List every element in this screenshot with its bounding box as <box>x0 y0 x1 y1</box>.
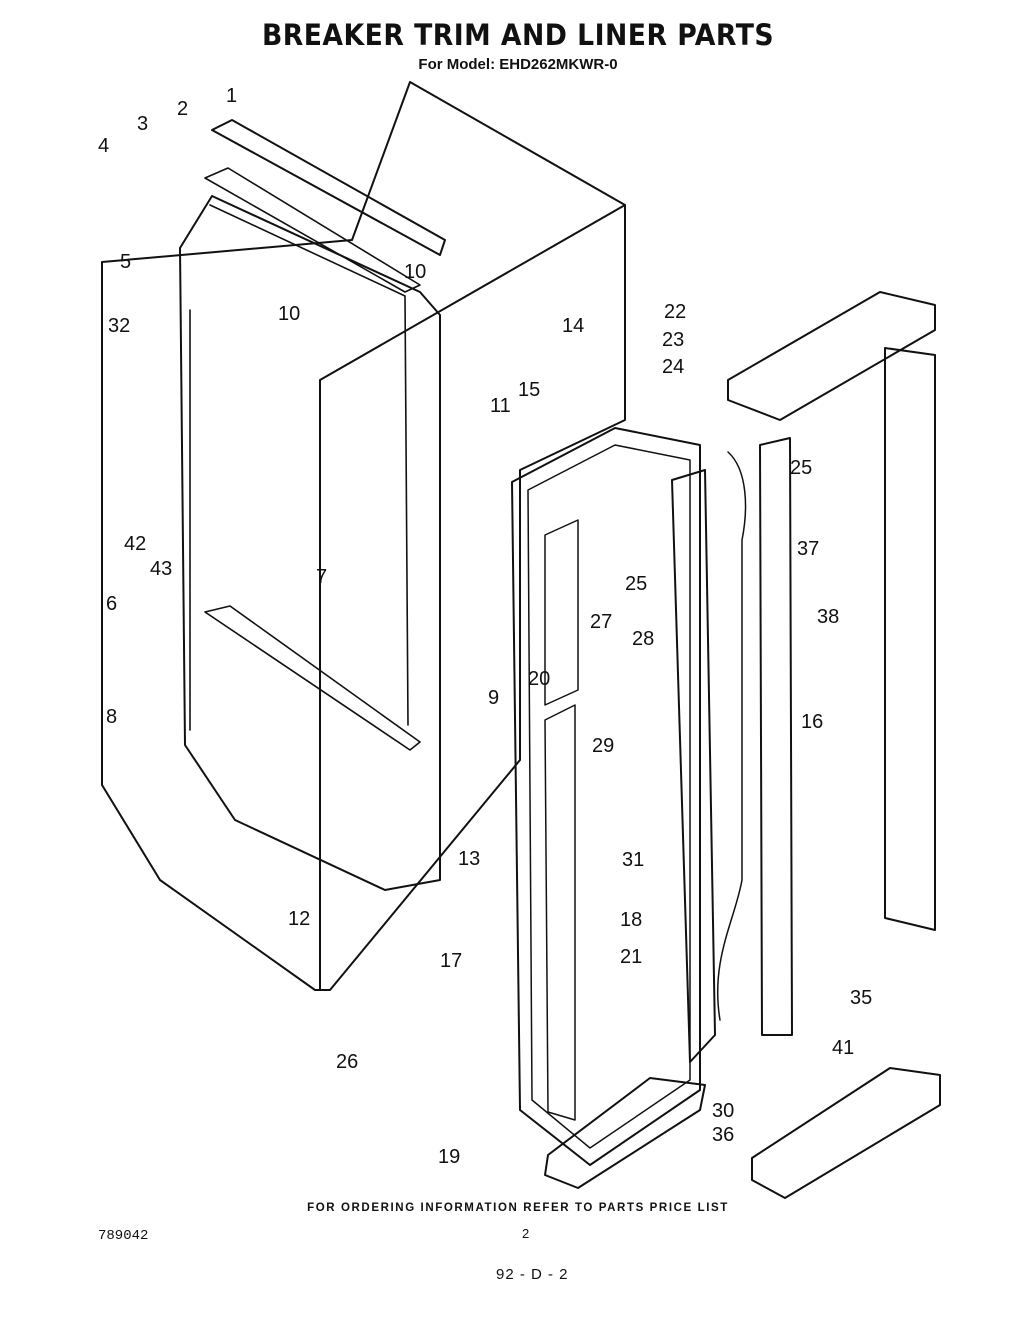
callout-label: 23 <box>662 329 684 351</box>
breaker-trim-panel <box>179 195 441 891</box>
top-right-trim <box>727 291 936 421</box>
callout-label: 42 <box>124 533 146 555</box>
callout-label: 2 <box>177 98 188 120</box>
door-trim-strip <box>759 437 793 1036</box>
callout-label: 5 <box>120 251 131 273</box>
callout-label: 14 <box>562 315 584 337</box>
gasket-strip <box>671 469 716 1063</box>
callout-label: 29 <box>592 735 614 757</box>
callout-label: 22 <box>664 301 686 323</box>
model-subtitle: For Model: EHD262MKWR-0 <box>418 56 618 73</box>
wiring-harness <box>716 451 747 1021</box>
cabinet-edge <box>319 204 626 991</box>
top-trim-strip <box>211 119 446 256</box>
page-mark: 2 <box>522 1226 530 1241</box>
callout-label: 7 <box>316 566 327 588</box>
callout-label: 6 <box>106 593 117 615</box>
callout-label: 36 <box>712 1124 734 1146</box>
callout-label: 15 <box>518 379 540 401</box>
bottom-left-trim <box>544 1077 706 1189</box>
callout-label: 8 <box>106 706 117 728</box>
callout-label: 32 <box>108 315 130 337</box>
callout-label: 16 <box>801 711 823 733</box>
callout-label: 17 <box>440 950 462 972</box>
callout-label: 9 <box>488 687 499 709</box>
liner-frame <box>511 427 701 1166</box>
callout-label: 1 <box>226 85 237 107</box>
bottom-right-trim <box>751 1067 941 1199</box>
callout-label: 25 <box>790 457 812 479</box>
callout-label: 24 <box>662 356 684 378</box>
page-title: BREAKER TRIM AND LINER PARTS <box>261 18 775 52</box>
callout-label: 10 <box>404 261 426 283</box>
document-number: 789042 <box>98 1228 149 1244</box>
callout-label: 41 <box>832 1037 854 1059</box>
callout-label: 38 <box>817 606 839 628</box>
callout-label: 13 <box>458 848 480 870</box>
callout-label: 19 <box>438 1146 460 1168</box>
mullion-bar <box>204 605 421 751</box>
callout-label: 4 <box>98 135 109 157</box>
callout-label: 12 <box>288 908 310 930</box>
right-vertical-trim <box>884 347 936 931</box>
cabinet-outline <box>101 81 626 991</box>
callout-label: 20 <box>528 668 550 690</box>
callout-label: 11 <box>490 395 511 417</box>
callout-label: 28 <box>632 628 654 650</box>
callout-label: 3 <box>137 113 148 135</box>
callout-label: 30 <box>712 1100 734 1122</box>
callout-label: 26 <box>336 1051 358 1073</box>
ordering-info-note: FOR ORDERING INFORMATION REFER TO PARTS … <box>307 1202 729 1214</box>
callout-label: 18 <box>620 909 642 931</box>
callout-label: 31 <box>622 849 644 871</box>
callout-label: 21 <box>620 946 642 968</box>
callout-label: 37 <box>797 538 819 560</box>
callout-label: 43 <box>150 558 172 580</box>
callout-label: 27 <box>590 611 612 633</box>
callout-label: 25 <box>625 573 647 595</box>
callout-label: 10 <box>278 303 300 325</box>
page-code: 92 - D - 2 <box>496 1266 569 1283</box>
callout-label: 35 <box>850 987 872 1009</box>
